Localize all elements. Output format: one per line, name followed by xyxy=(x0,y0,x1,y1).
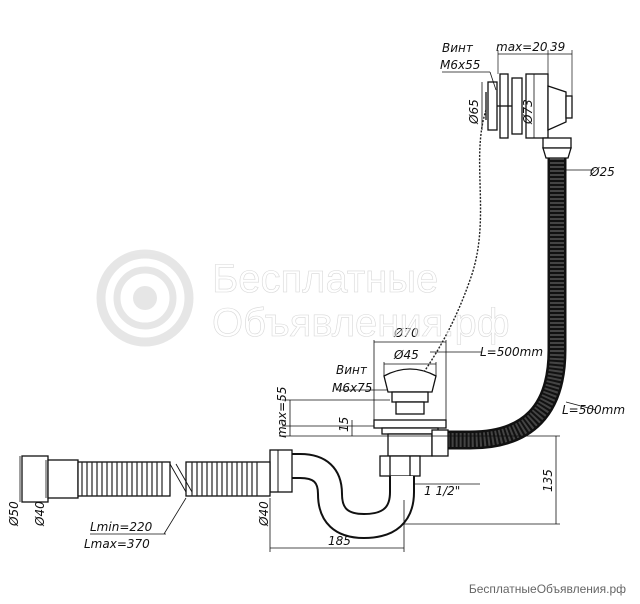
overflow-hose xyxy=(448,158,597,450)
label-dim-135: 135 xyxy=(541,469,555,492)
watermark-logo xyxy=(96,249,194,347)
label-dia-45: Ø45 xyxy=(393,348,419,362)
siphon-trap xyxy=(269,449,415,540)
label-dia-40-left: Ø40 xyxy=(33,501,47,527)
label-chain-length: L=500mm xyxy=(480,345,543,359)
label-dia-73: Ø73 xyxy=(521,99,535,125)
waste-drain xyxy=(373,368,449,477)
hose-corrugation xyxy=(81,462,258,496)
watermark-line-1: Бесплатные xyxy=(212,257,438,301)
dimension-labels: Винт M6x55 max=20 39 Ø65 Ø73 Ø25 Ø70 Ø45… xyxy=(7,40,625,551)
label-dia-50: Ø50 xyxy=(7,501,21,527)
chain xyxy=(423,109,487,373)
drain-dimensions xyxy=(282,340,560,525)
footer-site-name: БесплатныеОбъявления.рф xyxy=(468,582,626,596)
label-dia-70: Ø70 xyxy=(393,326,419,340)
label-screw-top: Винт xyxy=(442,41,474,55)
hose-dimensions xyxy=(19,456,405,552)
label-dia-40-right: Ø40 xyxy=(257,501,271,527)
label-dim-185: 185 xyxy=(328,534,351,548)
watermark: Бесплатные Объявления.рф xyxy=(212,257,510,346)
label-hose-length: L=500mm xyxy=(562,403,625,417)
label-screw-mid: Винт xyxy=(336,363,368,377)
outlet-hose xyxy=(21,455,271,503)
label-screw-mid-size: M6x75 xyxy=(332,381,372,395)
label-dia-25: Ø25 xyxy=(589,165,615,179)
label-lmin: Lmin=220 xyxy=(90,520,153,534)
label-dia-65: Ø65 xyxy=(467,99,481,125)
watermark-line-2: Объявления.рф xyxy=(212,301,510,345)
label-thread: 1 1/2" xyxy=(424,484,460,498)
label-lmax: Lmax=370 xyxy=(84,537,150,551)
label-dim-15: 15 xyxy=(337,417,351,432)
overflow-assembly xyxy=(442,50,573,159)
label-screw-top-size: M6x55 xyxy=(440,58,480,72)
label-dim-39: 39 xyxy=(550,40,565,54)
label-max-55: max=55 xyxy=(275,387,289,438)
label-max-top: max=20 xyxy=(496,40,548,54)
